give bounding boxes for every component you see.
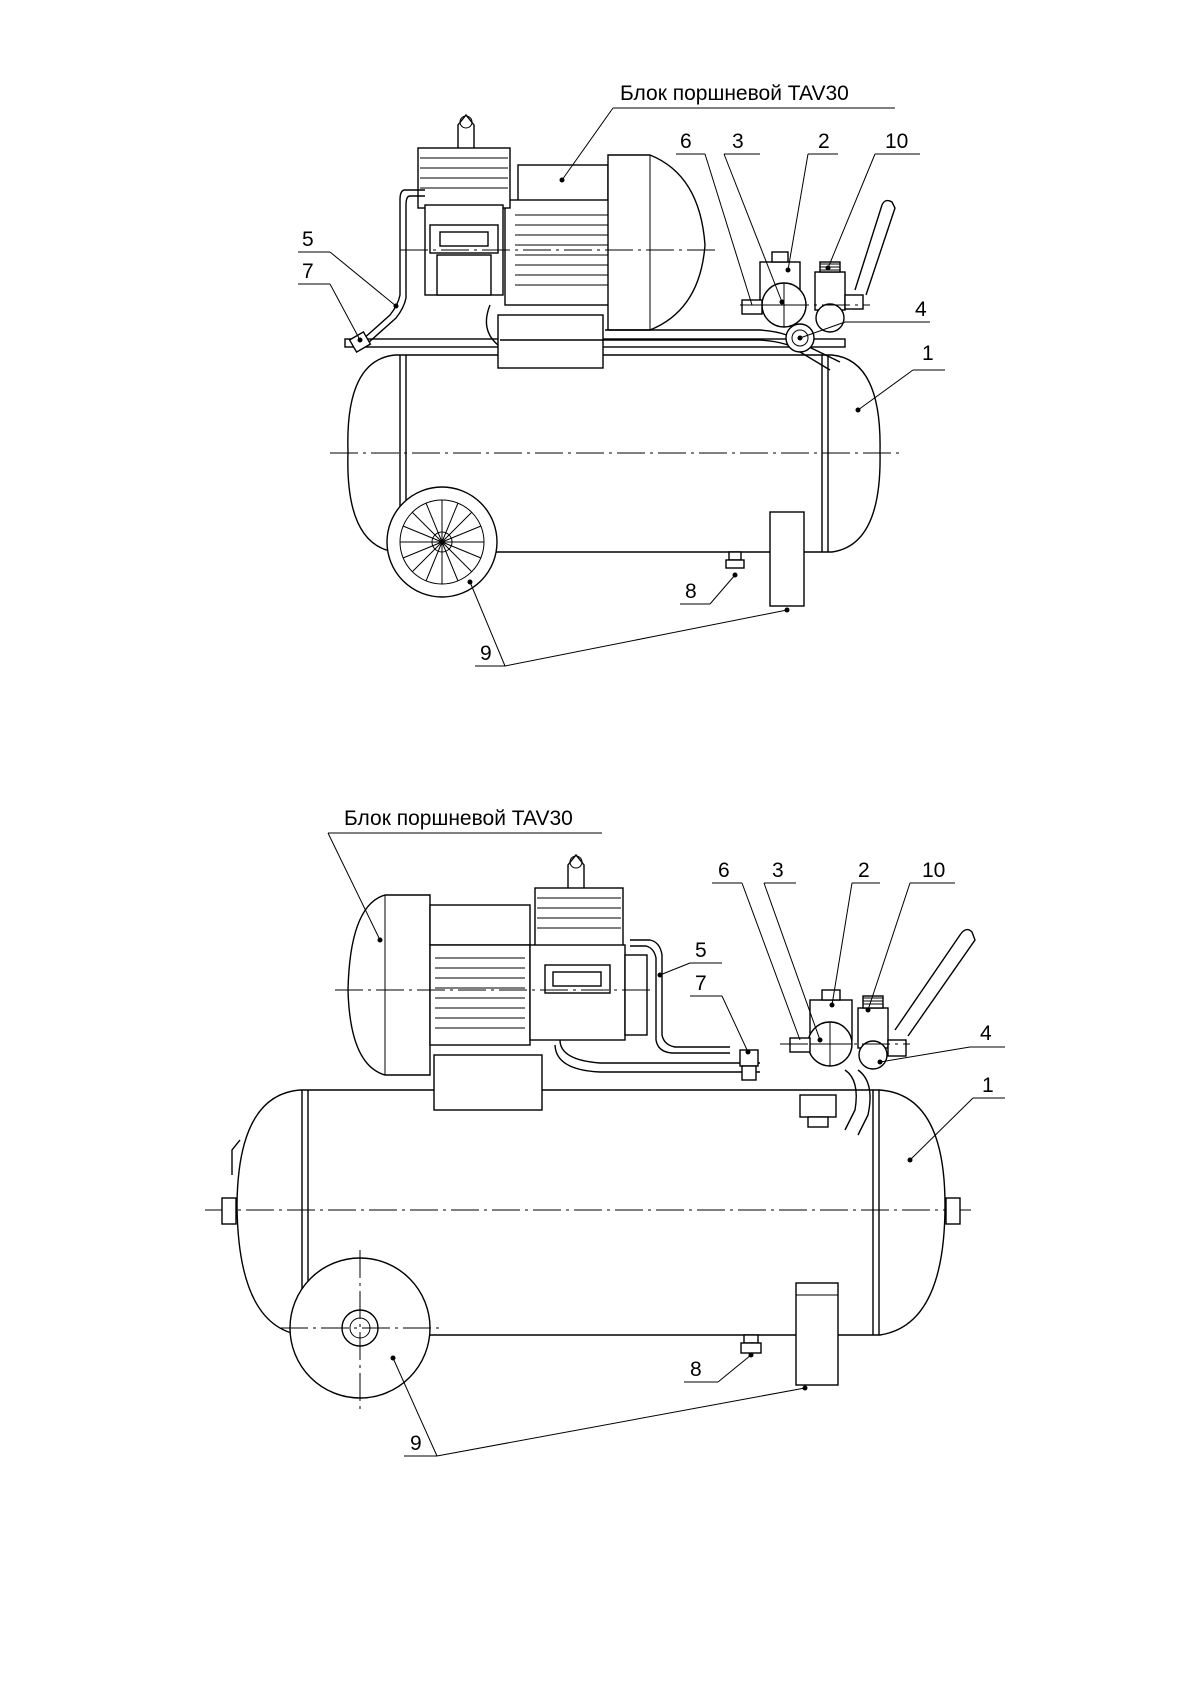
callout-4: 4 — [915, 298, 927, 321]
support-foot — [795, 1282, 839, 1386]
callout-10: 10 — [922, 859, 945, 882]
electric-motor — [347, 894, 531, 1076]
callout-7: 7 — [302, 260, 314, 283]
support-foot — [769, 511, 805, 607]
fitting-7 — [739, 1049, 759, 1081]
drain-valve — [725, 551, 745, 569]
pipe-5 — [630, 939, 730, 1054]
pipe-5 — [361, 189, 425, 344]
view-1 — [330, 113, 900, 607]
callout-5: 5 — [695, 939, 707, 962]
callout-8: 8 — [685, 580, 697, 603]
motor-base — [497, 314, 604, 369]
wheel — [280, 1250, 440, 1410]
callout-4: 4 — [980, 1022, 992, 1045]
view-2 — [205, 853, 976, 1410]
callout-10: 10 — [885, 130, 908, 153]
callout-6: 6 — [680, 130, 692, 153]
view-1-labels: Блок поршневой TAV30 6 3 2 10 5 7 4 1 — [298, 82, 945, 667]
callout-3: 3 — [732, 130, 744, 153]
callout-5: 5 — [302, 228, 314, 251]
compressor-head — [529, 853, 648, 1041]
view-1-title: Блок поршневой TAV30 — [620, 82, 849, 105]
view-2-labels: Блок поршневой TAV30 6 3 2 10 5 7 4 1 — [327, 807, 1005, 1457]
callout-2: 2 — [858, 859, 870, 882]
motor-base — [433, 1054, 543, 1111]
callout-8: 8 — [690, 1358, 702, 1381]
callout-9: 9 — [410, 1432, 422, 1455]
wheel — [386, 486, 498, 598]
drain-valve — [740, 1334, 762, 1354]
callout-1: 1 — [922, 342, 934, 365]
pressure-switch-assembly — [741, 199, 896, 353]
callout-6: 6 — [718, 859, 730, 882]
compressor-head — [417, 113, 511, 296]
receiver-tank — [205, 1089, 975, 1336]
view-2-title: Блок поршневой TAV30 — [344, 807, 573, 830]
electric-motor — [504, 154, 706, 331]
callout-9: 9 — [480, 642, 492, 665]
callout-7: 7 — [695, 972, 707, 995]
callout-2: 2 — [818, 130, 830, 153]
callout-1: 1 — [982, 1074, 994, 1097]
callout-3: 3 — [772, 859, 784, 882]
